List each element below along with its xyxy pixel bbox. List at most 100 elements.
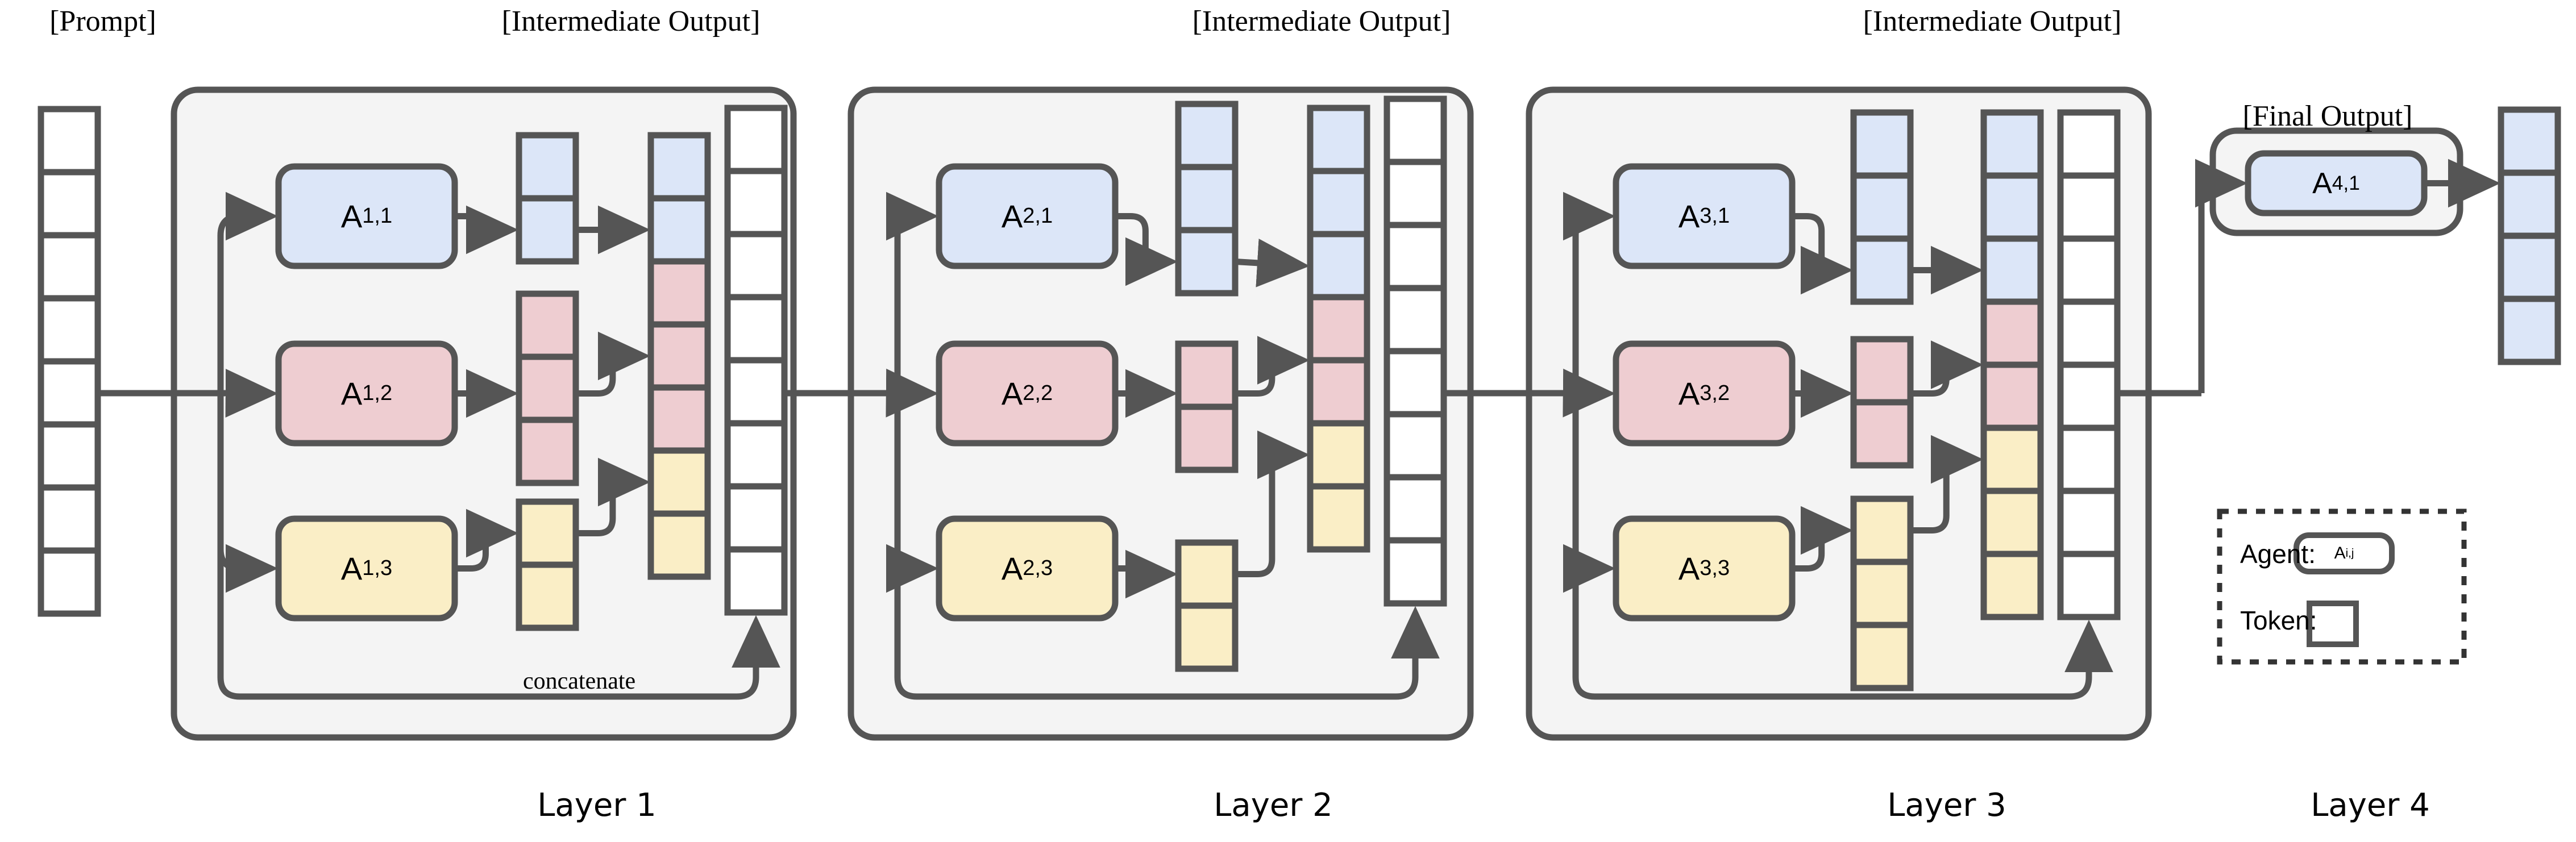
output-to-concat-2-2 — [1235, 336, 1310, 397]
agent-letter: A — [2312, 166, 2332, 200]
legend-agent-pill — [2294, 532, 2395, 574]
agent-subscript: 3,1 — [1700, 204, 1730, 228]
layer-3-concat-column-outline — [1980, 109, 2044, 620]
output-to-concat-1-3 — [576, 457, 651, 536]
output-to-concat-3-3 — [1910, 435, 1984, 533]
agent-subscript: 2,3 — [1023, 556, 1053, 580]
header-label-3: [Intermediate Output] — [1863, 5, 2122, 37]
agent-letter: A — [340, 198, 363, 234]
layer-3-router-branch — [1563, 191, 1616, 393]
layer-2-router-branch — [886, 191, 939, 393]
header-label-4: [Final Output] — [2242, 100, 2413, 132]
agent-letter: A — [1678, 551, 1700, 586]
layer-1-concat-column-cell-pink — [647, 384, 711, 454]
layer-1-feedback-loop — [217, 412, 780, 700]
layer-label-1: Layer 1 — [537, 787, 657, 824]
agent-subscript: 2,1 — [1023, 204, 1053, 228]
output-to-concat-3-2 — [1910, 340, 1984, 397]
legend-agent-letter: A — [2334, 544, 2346, 562]
agent-subscript: 1,2 — [362, 381, 393, 405]
layer-1-concat-column-cell-blue — [647, 195, 711, 265]
agent-to-output-3-1 — [1792, 213, 1854, 295]
layer-3-concat-column-cell-pink — [1980, 298, 2044, 368]
agent-subscript: 4,1 — [2332, 172, 2360, 194]
layer-2-concat-column-cell-blue — [1307, 105, 1370, 174]
legend-agent-subscript: i,j — [2345, 547, 2354, 560]
agent-to-output-1-3 — [455, 508, 519, 572]
layer-label-4: Layer 4 — [2311, 787, 2430, 824]
concatenate-label: concatenate — [523, 668, 636, 694]
agent-letter: A — [340, 376, 363, 411]
layer-1-concat-column-outline — [647, 132, 711, 580]
layer-3-concat-column-cell-blue — [1980, 235, 2044, 305]
layer-label-2: Layer 2 — [1214, 787, 1333, 824]
layer-2-concat-column-cell-blue — [1307, 168, 1370, 237]
layer-3-output-column-yellow — [1850, 495, 1914, 691]
layer-2-concat-column-cell-pink — [1307, 357, 1370, 427]
layer-3-concat-column-cell-yellow — [1980, 551, 2044, 620]
layer-2-concat-column-cell-yellow — [1307, 483, 1370, 553]
agent-to-output-2-3 — [1115, 549, 1178, 599]
header-label-1: [Intermediate Output] — [501, 5, 761, 37]
layer-2-output-column-blue — [1175, 101, 1239, 297]
layer-3-concat-column-cell-yellow — [1980, 487, 2044, 557]
layer-3-router-branch — [1563, 368, 1616, 418]
layer-1-concat-column-cell-pink — [647, 321, 711, 391]
agent-letter: A — [1678, 376, 1700, 411]
legend-token-label: Token: — [2240, 606, 2317, 635]
agent-subscript: 3,2 — [1700, 381, 1730, 405]
layer-1-concat-column-cell-pink — [647, 258, 711, 328]
layer-3-feedback-loop — [1572, 412, 2113, 700]
legend-box — [2217, 508, 2467, 665]
layer-3-output-column-blue — [1850, 109, 1914, 305]
agent-letter: A — [1001, 551, 1023, 586]
layer-1-router-branch — [220, 369, 279, 418]
output-to-concat-2-3 — [1235, 430, 1310, 577]
layer-2-router-branch — [886, 368, 939, 418]
layer-2-feedback-loop — [894, 412, 1440, 700]
output-to-concat-1-2 — [576, 331, 651, 397]
layer-1-concat-column-cell-yellow — [647, 510, 711, 580]
layer-2-concat-column-cell-pink — [1307, 294, 1370, 364]
layer-2-concat-column-cell-blue — [1307, 231, 1370, 301]
layer-2-concat-column-outline — [1307, 105, 1370, 553]
agent-to-output-3-3 — [1792, 506, 1854, 572]
layer-label-3: Layer 3 — [1887, 787, 2006, 824]
layer-1-concat-column-cell-blue — [647, 132, 711, 202]
output-to-concat-2-1 — [1235, 238, 1310, 287]
agent-letter: A — [340, 551, 363, 586]
layer-1-router-branch — [217, 191, 279, 393]
layer-3-concat-column-cell-blue — [1980, 109, 2044, 179]
agent-to-output-1-1 — [455, 205, 519, 255]
agent-subscript: 1,3 — [362, 556, 393, 580]
legend-agent-label: Agent: — [2240, 539, 2316, 569]
agent-subscript: 3,3 — [1700, 556, 1730, 580]
layer-2-concat-column-cell-yellow — [1307, 420, 1370, 490]
agent-letter: A — [1001, 198, 1023, 234]
layer-3-concat-column-cell-blue — [1980, 172, 2044, 242]
header-label-2: [Intermediate Output] — [1192, 5, 1451, 37]
agent-letter: A — [1678, 198, 1700, 234]
agent-letter: A — [1001, 376, 1023, 411]
agent-subscript: 1,1 — [362, 204, 393, 228]
layer-1-output-column-pink — [516, 290, 579, 486]
agent-subscript: 2,2 — [1023, 381, 1053, 405]
agent-to-output-2-1 — [1115, 213, 1178, 286]
layer-3-concat-column-cell-yellow — [1980, 424, 2044, 494]
header-label-0: [Prompt] — [49, 5, 156, 37]
layer-3-concat-column-cell-pink — [1980, 361, 2044, 431]
legend-token-square — [2307, 601, 2359, 647]
